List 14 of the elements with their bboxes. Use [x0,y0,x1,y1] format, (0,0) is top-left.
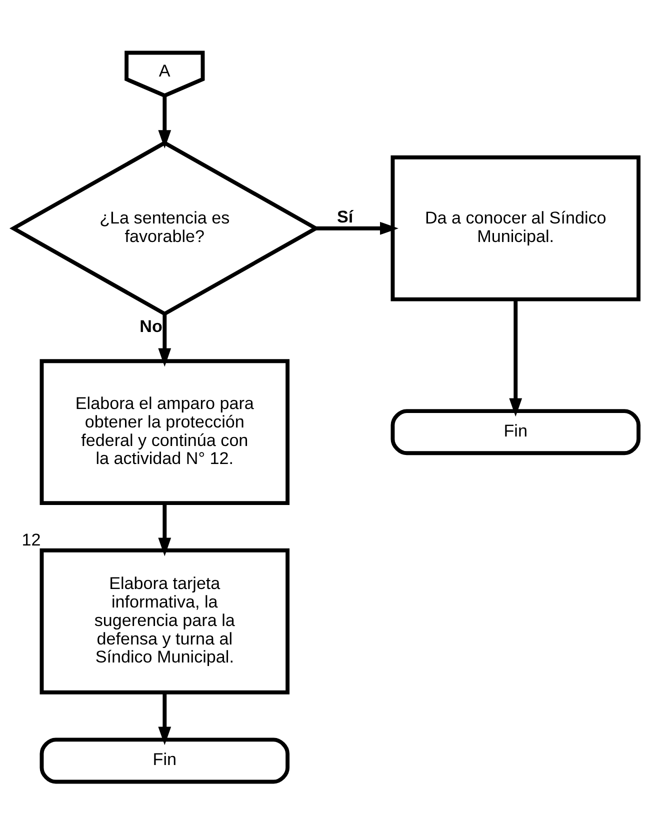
arrow [158,95,172,148]
arrow [158,502,172,556]
edge-label: No [140,316,162,336]
arrow [158,692,172,745]
arrow [158,314,172,366]
node-box: Elabora el amparo para obtener la protección federal y continúa con la actividad N° 12. [40,358,290,505]
arrow [509,298,522,416]
node-box: Da a conocer al Síndico Municipal. [390,154,640,301]
node-label: 12 [22,530,41,550]
node-box: Fin [40,737,290,784]
edge-label: Sí [336,206,354,226]
node-box: Elabora tarjeta informativa, la sugerencia para la defensa y turna al Síndico Municipal. [40,548,290,694]
node-box: Fin [390,408,640,455]
arrow [316,221,398,234]
